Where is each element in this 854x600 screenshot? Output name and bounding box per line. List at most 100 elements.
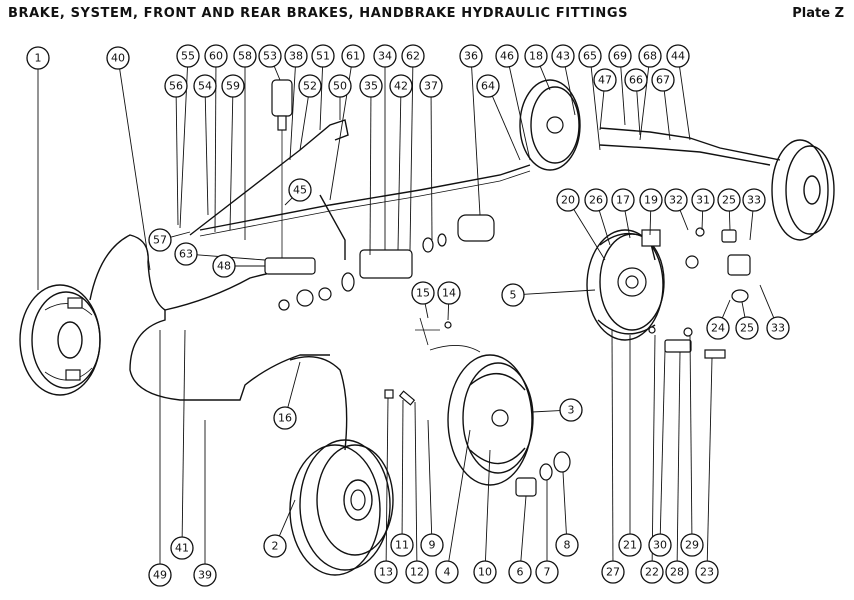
- callout-circle: [437, 281, 461, 305]
- rear-axle-pipe: [599, 127, 781, 161]
- callout-69: 69: [608, 44, 632, 68]
- callout-circle: [420, 533, 444, 557]
- callout-number: 41: [175, 542, 189, 555]
- callout-25a: 25: [717, 188, 741, 212]
- leader-line-4: [448, 429, 471, 562]
- callout-number: 47: [598, 74, 612, 87]
- callout-circle: [608, 44, 632, 68]
- callout-62: 62: [401, 44, 425, 68]
- leader-line-20: [573, 209, 606, 261]
- rear-left-backplate: [519, 79, 581, 171]
- callout-number: 34: [378, 50, 392, 63]
- callout-61: 61: [341, 44, 365, 68]
- callout-51: 51: [311, 44, 335, 68]
- right-small-fittings: [648, 326, 726, 359]
- rear-brake-drum: [289, 439, 394, 576]
- leader-line-42: [397, 96, 402, 251]
- callout-4: 4: [435, 560, 459, 584]
- callout-circle: [263, 534, 287, 558]
- leader-line-55: [179, 66, 188, 229]
- callout-circle: [193, 74, 217, 98]
- callout-circle: [419, 74, 443, 98]
- callout-number: 30: [653, 539, 667, 552]
- callout-34: 34: [373, 44, 397, 68]
- callout-17: 17: [611, 188, 635, 212]
- callout-22: 22: [640, 560, 664, 584]
- callout-number: 29: [685, 539, 699, 552]
- callout-number: 1: [35, 52, 42, 65]
- front-cylinder-parts: [685, 227, 751, 303]
- callout-number: 10: [478, 566, 492, 579]
- callout-27: 27: [601, 560, 625, 584]
- leader-line-22: [651, 334, 656, 562]
- callout-circle: [288, 178, 312, 202]
- callout-number: 24: [711, 322, 725, 335]
- callout-circle: [26, 46, 50, 70]
- callout-number: 25: [722, 194, 736, 207]
- leader-line-31: [701, 210, 704, 231]
- handbrake-lever: [189, 119, 349, 236]
- callout-circle: [473, 560, 497, 584]
- callout-circle: [341, 44, 365, 68]
- leader-line-2: [278, 499, 296, 537]
- callout-number: 27: [606, 566, 620, 579]
- callout-11: 11: [390, 533, 414, 557]
- callout-circle: [390, 533, 414, 557]
- callout-36: 36: [459, 44, 483, 68]
- callout-number: 59: [226, 80, 240, 93]
- leader-line-5: [523, 289, 596, 295]
- callout-number: 48: [217, 260, 231, 273]
- callout-number: 60: [209, 50, 223, 63]
- callout-33b: 33: [766, 316, 790, 340]
- callout-68: 68: [638, 44, 662, 68]
- callout-number: 17: [616, 194, 630, 207]
- callout-number: 19: [644, 194, 658, 207]
- callout-number: 26: [589, 194, 603, 207]
- callout-number: 6: [517, 566, 524, 579]
- leader-line-25b: [741, 301, 746, 318]
- callout-number: 28: [670, 566, 684, 579]
- callout-63: 63: [174, 242, 198, 266]
- rear-backplate: [429, 345, 534, 486]
- callout-66: 66: [624, 68, 648, 92]
- leader-line-37: [430, 96, 433, 241]
- master-cylinder: [341, 214, 495, 292]
- callout-circle: [106, 46, 130, 70]
- callout-number: 14: [442, 287, 456, 300]
- leader-lines: [37, 65, 775, 564]
- callout-number: 5: [510, 289, 517, 302]
- plate-label: Plate Z: [792, 6, 844, 21]
- leader-line-64: [491, 95, 521, 161]
- leader-line-65: [590, 66, 601, 151]
- leader-line-46: [508, 66, 531, 161]
- leader-line-52: [299, 96, 309, 151]
- callout-number: 15: [416, 287, 430, 300]
- callout-circle: [735, 316, 759, 340]
- callout-12: 12: [405, 560, 429, 584]
- leader-line-25a: [728, 210, 731, 231]
- callout-42: 42: [389, 74, 413, 98]
- handbrake-cable: [289, 356, 348, 451]
- callout-circle: [556, 188, 580, 212]
- callout-number: 8: [564, 539, 571, 552]
- callout-circle: [212, 254, 236, 278]
- callout-circle: [578, 44, 602, 68]
- callout-circle: [691, 188, 715, 212]
- callout-circle: [148, 228, 172, 252]
- callout-10: 10: [473, 560, 497, 584]
- callout-circle: [311, 44, 335, 68]
- callout-circle: [508, 560, 532, 584]
- front-left-pipe: [89, 234, 301, 311]
- callout-number: 64: [481, 80, 495, 93]
- right-rear-drum: [771, 139, 835, 241]
- rear-wheel-cylinder-parts: [515, 451, 571, 497]
- leader-line-66: [636, 90, 641, 136]
- leader-line-51: [319, 66, 324, 131]
- leader-line-8: [562, 471, 567, 535]
- brake-pedal: [319, 194, 346, 260]
- callout-32: 32: [664, 188, 688, 212]
- callout-number: 43: [556, 50, 570, 63]
- leader-line-18: [539, 66, 551, 91]
- callout-number: 52: [303, 80, 317, 93]
